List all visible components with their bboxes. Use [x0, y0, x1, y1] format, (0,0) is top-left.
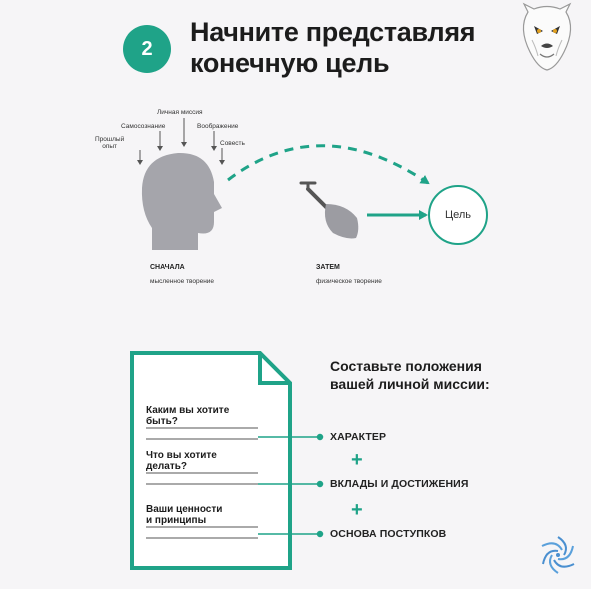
bear-logo-icon: [522, 2, 572, 71]
goal-circle: Цель: [428, 185, 488, 245]
label-conscience: Совесть: [220, 140, 245, 147]
first-subtitle: мысленное творение: [150, 278, 215, 285]
question-do: Что вы хотите делать?: [146, 450, 217, 472]
first-title: СНАЧАЛА: [150, 264, 185, 271]
label-arrows: [137, 118, 225, 165]
mission-connectors: [258, 433, 324, 538]
page-title: Начните представляя конечную цель: [190, 17, 476, 78]
question-values: Ваши ценности и принципы: [146, 504, 223, 526]
dashed-arc-arrow: [227, 144, 430, 185]
mission-item-contributions: ВКЛАДЫ И ДОСТИЖЕНИЯ: [330, 478, 469, 490]
plus-sign: +: [351, 499, 363, 521]
shovel-icon: [299, 181, 359, 239]
question-be: Каким вы хотите быть?: [146, 405, 230, 427]
label-past-experience: Прошлый опыт: [95, 136, 125, 150]
spiral-logo-icon: [541, 536, 575, 574]
document-icon: [130, 351, 292, 570]
plus-sign: +: [351, 449, 363, 471]
head-silhouette-icon: [141, 152, 222, 250]
step-number-badge: 2: [123, 25, 171, 73]
then-title: ЗАТЕМ: [316, 264, 340, 271]
label-mission: Личная миссия: [157, 109, 203, 116]
label-self-awareness: Самосознание: [121, 123, 166, 130]
label-imagination: Воображение: [197, 123, 239, 130]
mission-item-character: ХАРАКТЕР: [330, 431, 387, 443]
mission-title: Составьте положения вашей личной миссии:: [330, 358, 490, 392]
then-subtitle: физическое творение: [316, 278, 382, 285]
mission-item-principles: ОСНОВА ПОСТУПКОВ: [330, 528, 447, 540]
